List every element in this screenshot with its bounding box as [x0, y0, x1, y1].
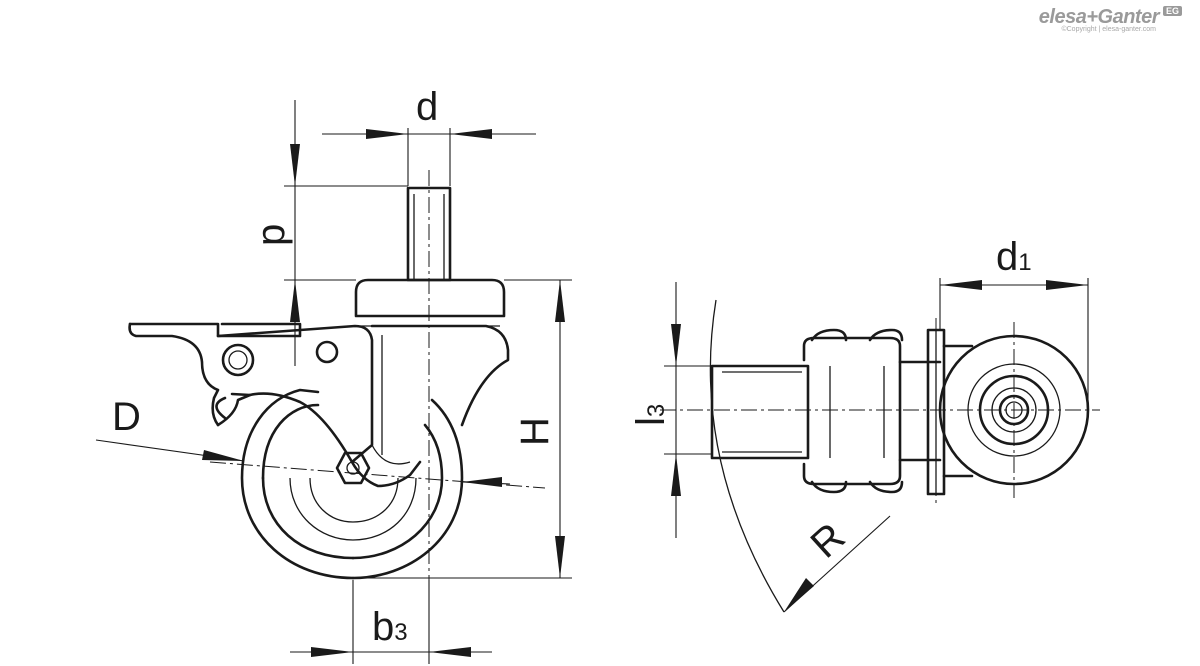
label-d1-main: d: [996, 235, 1018, 279]
dim-d1: [939, 278, 1089, 410]
dim-b3: [290, 580, 492, 664]
dim-R: [783, 515, 891, 613]
radius-arc: [709, 299, 785, 613]
label-p: p: [249, 224, 293, 246]
fork-body: [216, 324, 510, 488]
label-D: D: [112, 395, 141, 439]
side-wheel: [240, 388, 464, 580]
label-H: H: [513, 417, 557, 446]
front-tyre: [710, 364, 810, 460]
dim-D: [95, 439, 511, 487]
label-b3: b3: [372, 605, 408, 649]
top-plate: [354, 278, 506, 327]
side-view: d p H D: [95, 85, 572, 664]
label-R: R: [803, 515, 854, 567]
label-l3-sub: 3: [643, 404, 670, 417]
brake-lever: [128, 322, 339, 427]
label-b3-main: b: [372, 605, 394, 649]
front-fork: [802, 328, 974, 496]
axle-hex-nut: [335, 451, 371, 485]
dim-p: [284, 100, 408, 366]
front-view: l3 d1 R: [629, 235, 1100, 613]
label-d1-sub: 1: [1018, 249, 1031, 276]
label-l3: l3: [629, 404, 673, 426]
label-b3-sub: 3: [394, 619, 407, 646]
logo-badge: EG: [1162, 6, 1182, 16]
logo-brand-text: elesa+Ganter: [1038, 6, 1160, 28]
label-d1: d1: [996, 235, 1032, 279]
dim-l3: [664, 282, 712, 538]
label-l3-main: l: [629, 417, 673, 426]
dim-d: [322, 128, 536, 186]
logo-copyright: ©Copyright | elesa-ganter.com: [1061, 26, 1156, 33]
label-d: d: [416, 85, 438, 129]
dim-H: [353, 279, 572, 579]
